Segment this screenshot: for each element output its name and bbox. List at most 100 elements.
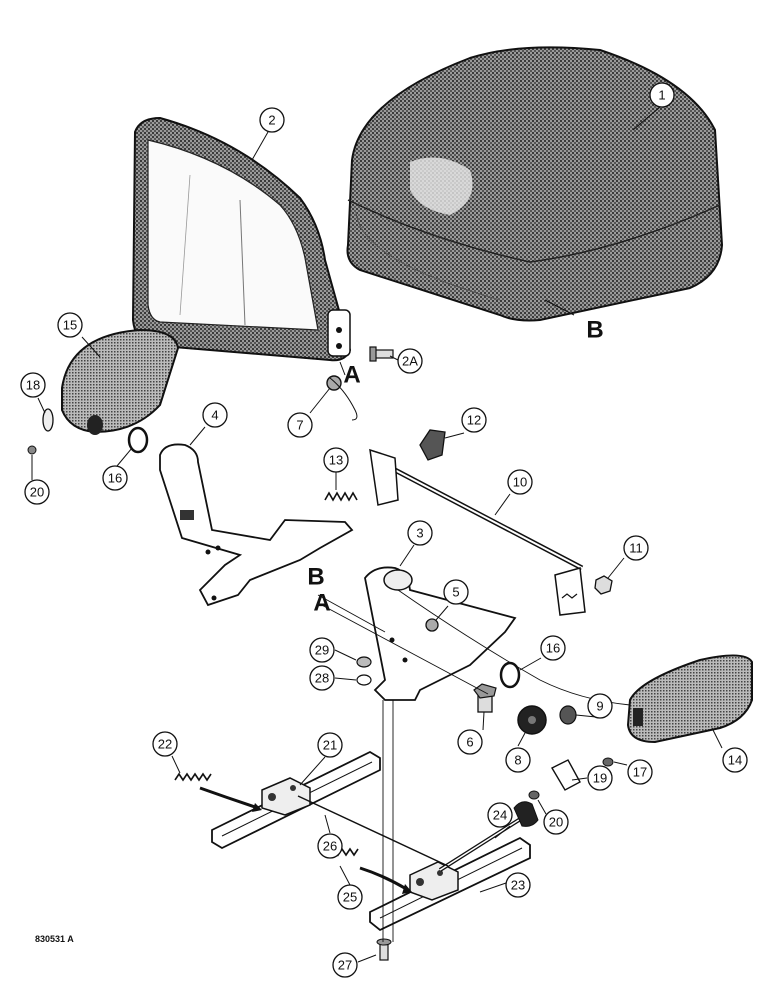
screw-17 [602,757,614,767]
ref-b-top: B [586,317,603,344]
ref-b-bottom: B [307,564,324,591]
callout-17: 17 [627,759,653,785]
svg-text:12: 12 [467,413,481,428]
callout-2a: 2A [397,348,423,374]
washer-18 [42,408,54,432]
svg-text:20: 20 [549,815,563,830]
svg-text:17: 17 [633,765,647,780]
knob-8 [517,705,547,735]
drawing-number: 830531 A [35,934,74,944]
nut-29 [356,656,372,668]
connecting-rod [297,795,449,867]
callout-9: 9 [587,693,613,719]
callout-3: 3 [407,520,433,546]
svg-text:11: 11 [629,541,643,556]
seat-back [131,116,352,362]
callout-25: 25 [337,884,363,910]
svg-text:15: 15 [63,318,77,333]
callout-14: 14 [722,747,748,773]
screw-2a [369,346,394,362]
svg-text:16: 16 [546,641,560,656]
callout-16-right: 16 [540,635,566,661]
bracket-right [364,566,517,701]
seat-track-left [211,750,381,850]
bracket-left [159,443,354,607]
screw-20-right [528,790,540,800]
svg-text:22: 22 [158,737,172,752]
washer-28 [356,674,372,686]
svg-text:6: 6 [466,735,473,750]
callout-2: 2 [259,107,285,133]
callout-13: 13 [323,447,349,473]
spacer-16-right [499,661,521,689]
leader-lines [31,106,723,963]
callout-10: 10 [507,469,533,495]
svg-text:28: 28 [315,671,329,686]
callout-5: 5 [443,579,469,605]
callout-markers: 1 2 2A 3 4 5 6 7 8 9 10 11 12 13 14 15 1… [20,82,748,978]
svg-text:24: 24 [493,808,507,823]
callout-28: 28 [309,665,335,691]
svg-text:16: 16 [108,471,122,486]
ref-a-bottom: A [313,590,330,617]
armrest-left [61,328,180,435]
armrest-right [626,654,753,744]
bolt-6 [473,683,497,713]
svg-text:27: 27 [338,958,352,973]
svg-text:9: 9 [596,699,603,714]
spring-22 [174,772,262,812]
callout-11: 11 [623,535,649,561]
seat-cushion [346,46,724,322]
bolt-7 [326,375,358,421]
spacer-16-left [127,426,149,454]
callout-15: 15 [57,312,83,338]
clip-12 [419,429,446,461]
nut-11 [594,575,613,595]
callout-16-left: 16 [102,465,128,491]
callout-20-right: 20 [543,809,569,835]
seat-track-right [369,836,531,932]
reference-letters: B A B A [307,317,603,617]
svg-text:2: 2 [268,113,275,128]
svg-text:2A: 2A [402,354,418,369]
svg-text:29: 29 [315,643,329,658]
svg-text:10: 10 [513,475,527,490]
spring-13 [324,491,358,502]
callout-6: 6 [457,729,483,755]
svg-text:8: 8 [514,753,521,768]
svg-text:7: 7 [296,418,303,433]
callout-23: 23 [505,872,531,898]
callout-20-left: 20 [24,479,50,505]
adjust-lever [438,801,539,872]
screw-20-left [27,445,37,455]
callout-12: 12 [461,407,487,433]
svg-text:23: 23 [511,878,525,893]
svg-text:18: 18 [26,378,40,393]
bolt-27 [376,938,392,961]
svg-text:19: 19 [593,771,607,786]
latch-shaft [369,448,586,616]
svg-text:25: 25 [343,890,357,905]
callout-29: 29 [309,637,335,663]
nut-9 [559,705,577,725]
callout-8: 8 [505,747,531,773]
svg-text:13: 13 [329,453,343,468]
svg-text:5: 5 [452,585,459,600]
svg-text:21: 21 [323,738,337,753]
callout-19: 19 [587,765,613,791]
svg-text:14: 14 [728,753,742,768]
svg-text:20: 20 [30,485,44,500]
callout-24: 24 [487,802,513,828]
plate-19 [551,759,581,791]
callout-21: 21 [317,732,343,758]
callout-26: 26 [317,833,343,859]
svg-text:4: 4 [211,408,218,423]
callout-22: 22 [152,731,178,757]
callout-1: 1 [649,82,675,108]
bolt-5 [425,618,439,632]
callout-7: 7 [287,412,313,438]
svg-text:3: 3 [416,526,423,541]
callout-18: 18 [20,372,46,398]
